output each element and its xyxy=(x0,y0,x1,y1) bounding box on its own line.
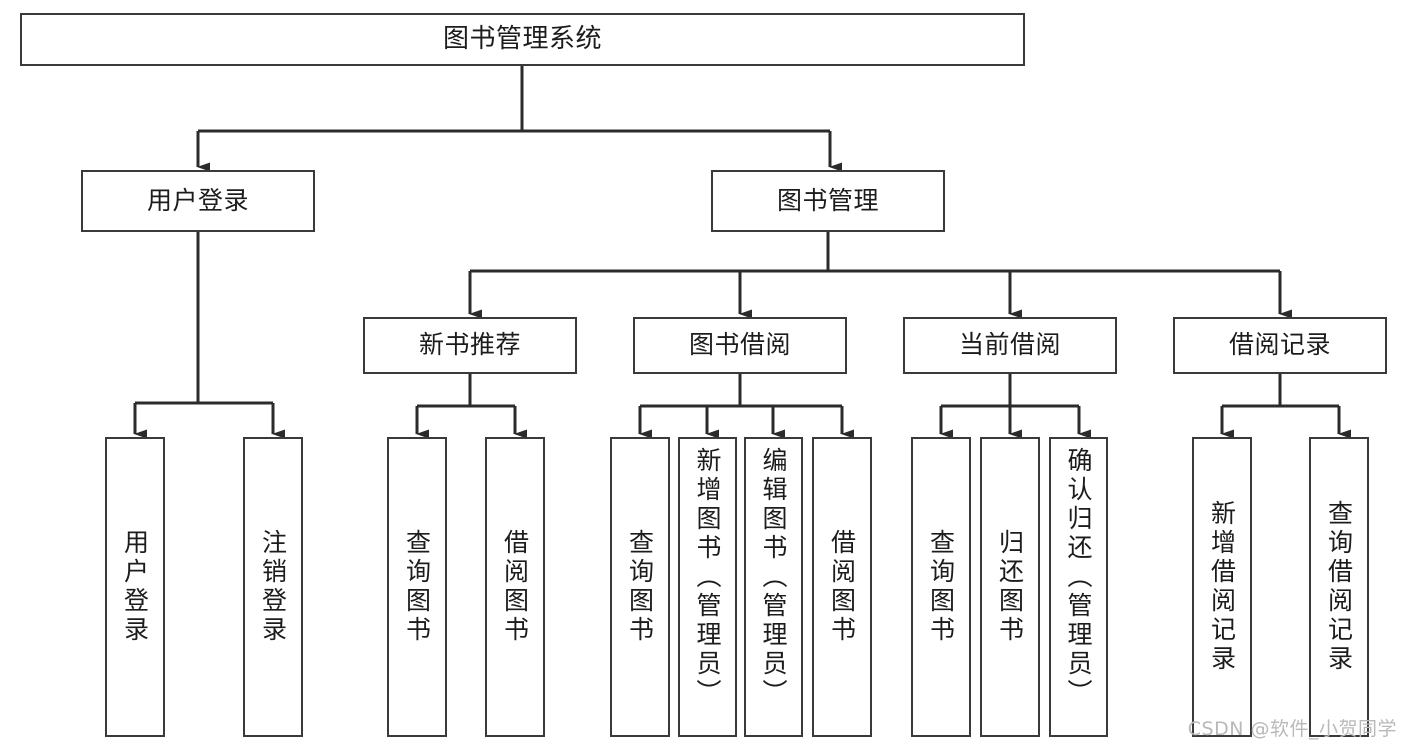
leaf-return-book[interactable]: 归还图书 xyxy=(980,437,1040,737)
node-book-manage-label: 图书管理 xyxy=(776,185,879,215)
node-root-label: 图书管理系统 xyxy=(442,23,602,54)
node-borrow-record-label: 借阅记录 xyxy=(1228,330,1331,360)
node-user-login[interactable]: 用户登录 xyxy=(81,170,315,232)
node-borrow-record[interactable]: 借阅记录 xyxy=(1173,317,1387,374)
leaf-confirm-return[interactable]: 确认归还（管理员） xyxy=(1049,437,1108,737)
node-current-borrow[interactable]: 当前借阅 xyxy=(903,317,1117,374)
leaf-query-book-2-label: 查询图书 xyxy=(625,529,655,645)
node-new-book-recommend[interactable]: 新书推荐 xyxy=(363,317,577,374)
node-new-book-recommend-label: 新书推荐 xyxy=(418,330,521,360)
leaf-return-book-label: 归还图书 xyxy=(995,529,1025,645)
leaf-user-login-label: 用户登录 xyxy=(120,529,150,645)
leaf-add-book-label: 新增图书（管理员） xyxy=(693,447,722,708)
leaf-user-login[interactable]: 用户登录 xyxy=(105,437,165,737)
leaf-logout[interactable]: 注销登录 xyxy=(243,437,303,737)
leaf-add-book[interactable]: 新增图书（管理员） xyxy=(678,437,737,737)
leaf-borrow-book-1-label: 借阅图书 xyxy=(500,529,530,645)
leaf-query-record[interactable]: 查询借阅记录 xyxy=(1309,437,1369,737)
leaf-query-book-1-label: 查询图书 xyxy=(402,529,432,645)
leaf-add-record-label: 新增借阅记录 xyxy=(1207,500,1237,674)
leaf-borrow-book-2-label: 借阅图书 xyxy=(827,529,857,645)
node-book-borrow-label: 图书借阅 xyxy=(688,330,791,360)
node-book-manage[interactable]: 图书管理 xyxy=(711,170,945,232)
leaf-query-book-3[interactable]: 查询图书 xyxy=(911,437,971,737)
leaf-add-record[interactable]: 新增借阅记录 xyxy=(1192,437,1252,737)
leaf-edit-book-label: 编辑图书（管理员） xyxy=(759,447,788,708)
leaf-logout-label: 注销登录 xyxy=(258,529,288,645)
leaf-query-book-1[interactable]: 查询图书 xyxy=(387,437,447,737)
node-book-borrow[interactable]: 图书借阅 xyxy=(633,317,847,374)
leaf-edit-book[interactable]: 编辑图书（管理员） xyxy=(744,437,803,737)
leaf-confirm-return-label: 确认归还（管理员） xyxy=(1064,447,1093,708)
node-root[interactable]: 图书管理系统 xyxy=(20,13,1025,66)
leaf-borrow-book-2[interactable]: 借阅图书 xyxy=(812,437,872,737)
node-current-borrow-label: 当前借阅 xyxy=(958,330,1061,360)
leaf-query-book-3-label: 查询图书 xyxy=(926,529,956,645)
leaf-query-book-2[interactable]: 查询图书 xyxy=(610,437,670,737)
watermark-text: CSDN @软件_小贺同学 xyxy=(1187,718,1397,740)
node-user-login-label: 用户登录 xyxy=(146,185,249,215)
leaf-borrow-book-1[interactable]: 借阅图书 xyxy=(485,437,545,737)
leaf-query-record-label: 查询借阅记录 xyxy=(1324,500,1354,674)
